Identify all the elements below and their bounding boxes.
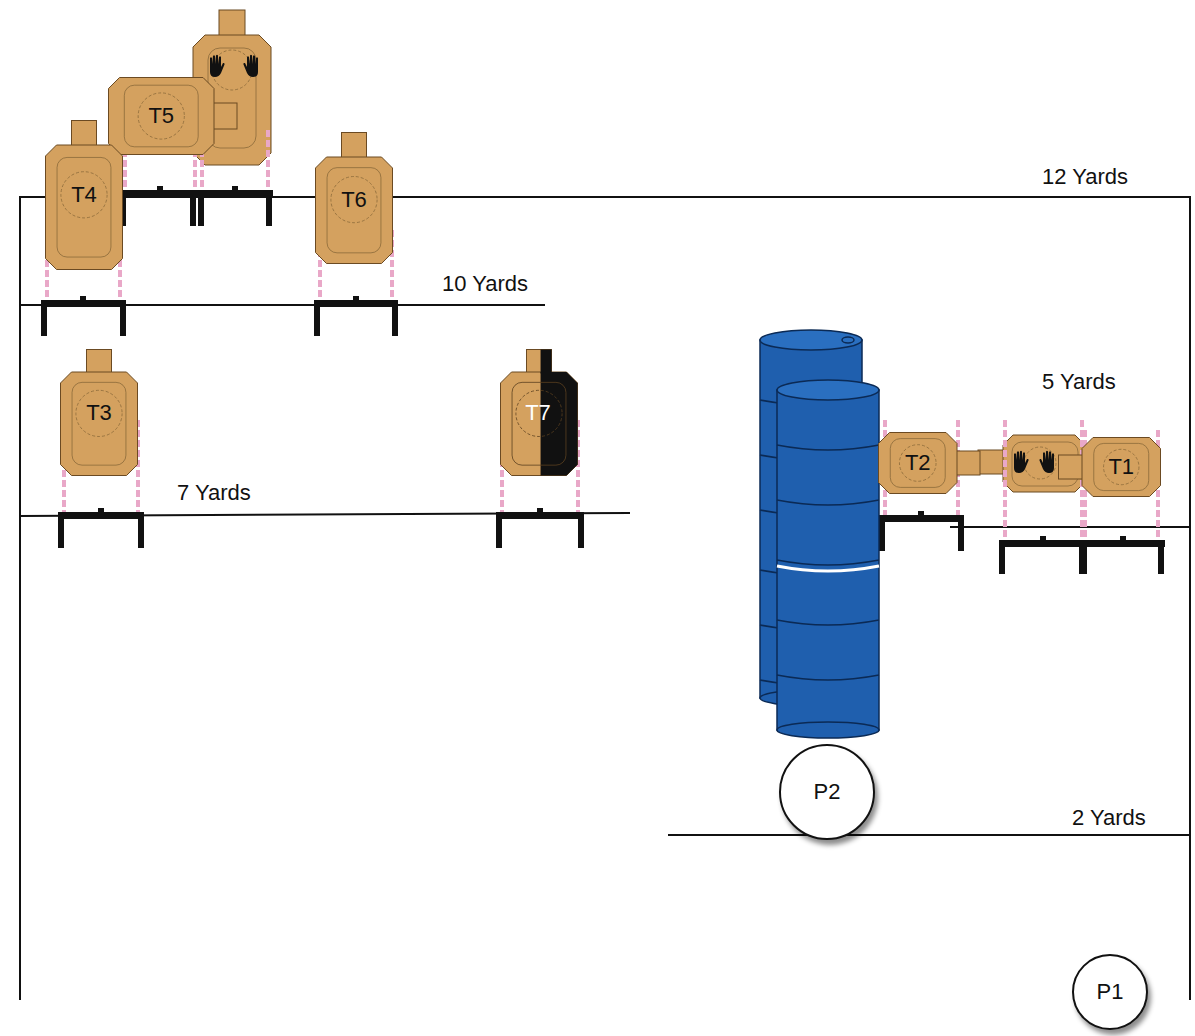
position-label: P1 — [1097, 980, 1124, 1004]
shooter-position: P2 — [779, 744, 875, 840]
shoot-target: T6 — [315, 132, 393, 264]
target-label: T6 — [341, 188, 367, 212]
shoot-target: T5 — [108, 77, 238, 155]
shoot-target: T7 — [500, 349, 578, 476]
target-label: T1 — [1108, 455, 1134, 479]
target-label: T5 — [148, 104, 174, 128]
target-stands — [41, 130, 1165, 574]
no-shoot-target — [978, 435, 1085, 492]
range-lines — [20, 197, 1190, 1000]
shoot-target: T2 — [878, 432, 981, 494]
shoot-target: T1 — [1058, 437, 1161, 497]
distance-label: 10 Yards — [440, 272, 530, 296]
target-label: T7 — [525, 401, 551, 425]
distance-label: 12 Yards — [1040, 165, 1130, 189]
position-label: P2 — [814, 780, 841, 804]
distance-label: 2 Yards — [1070, 806, 1148, 830]
shoot-target: T3 — [60, 349, 138, 476]
barrel-stack — [760, 330, 879, 738]
shooter-position: P1 — [1072, 954, 1148, 1030]
distance-label: 5 Yards — [1040, 370, 1118, 394]
shoot-target: T4 — [45, 120, 123, 270]
target-label: T2 — [905, 451, 931, 475]
target-label: T3 — [86, 401, 112, 425]
distance-label: 7 Yards — [175, 481, 253, 505]
target-label: T4 — [71, 183, 97, 207]
